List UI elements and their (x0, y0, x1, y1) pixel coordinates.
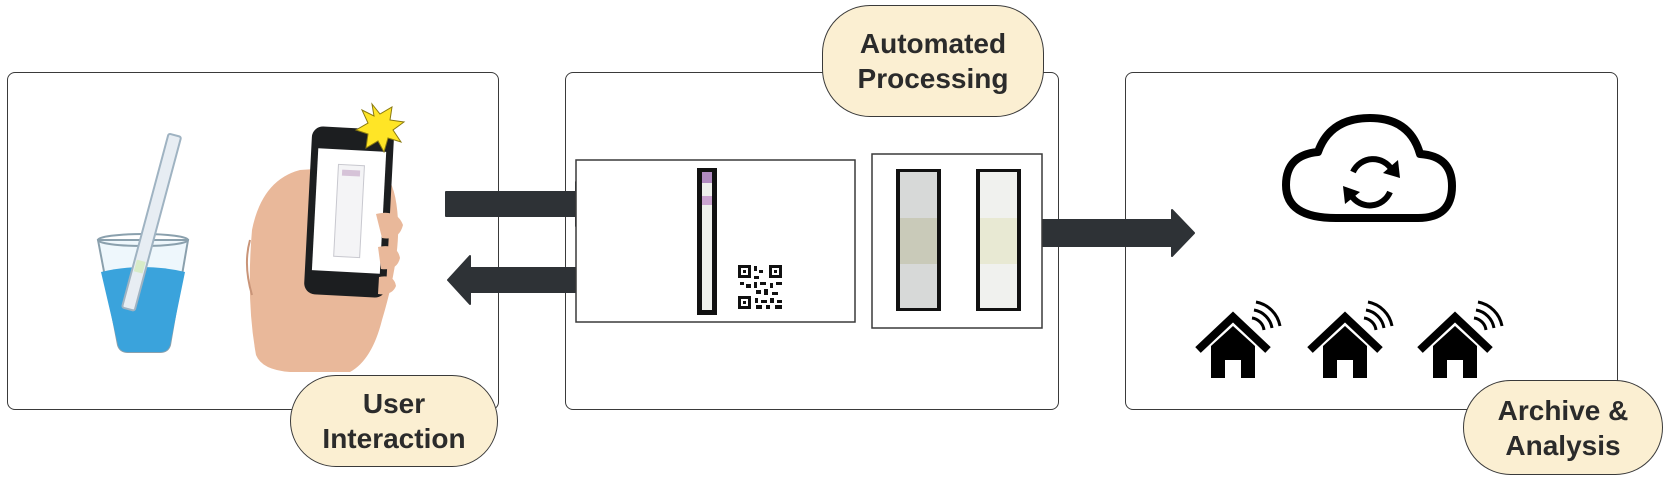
label-line: User (362, 388, 426, 419)
user-interaction-label: User Interaction (290, 375, 498, 467)
qr-code-icon (737, 264, 783, 310)
automated-processing-label: Automated Processing (822, 5, 1044, 117)
smart-home-icon (1195, 300, 1282, 378)
label-line: Interaction (322, 423, 466, 454)
arrow-right-icon (1037, 209, 1195, 257)
archive-analysis-label: Archive & Analysis (1463, 380, 1663, 475)
strip-windows-card (871, 153, 1043, 329)
smart-home-icon (1307, 300, 1394, 378)
smartphone-camera-icon (304, 126, 403, 298)
label-line: Archive & (1497, 394, 1629, 426)
arrow-right-icon (445, 181, 599, 227)
smart-home-icon (1417, 300, 1504, 378)
water-cup-icon (96, 233, 190, 353)
archive-analysis-panel (1125, 72, 1618, 410)
label-line: Analysis (1505, 429, 1621, 461)
label-line: Processing (857, 63, 1009, 94)
label-line: Automated (859, 28, 1007, 59)
cloud-sync-icon (1282, 114, 1456, 222)
strip-qr-card (575, 159, 856, 323)
test-strip-icon (121, 132, 182, 312)
flash-icon (354, 102, 406, 154)
